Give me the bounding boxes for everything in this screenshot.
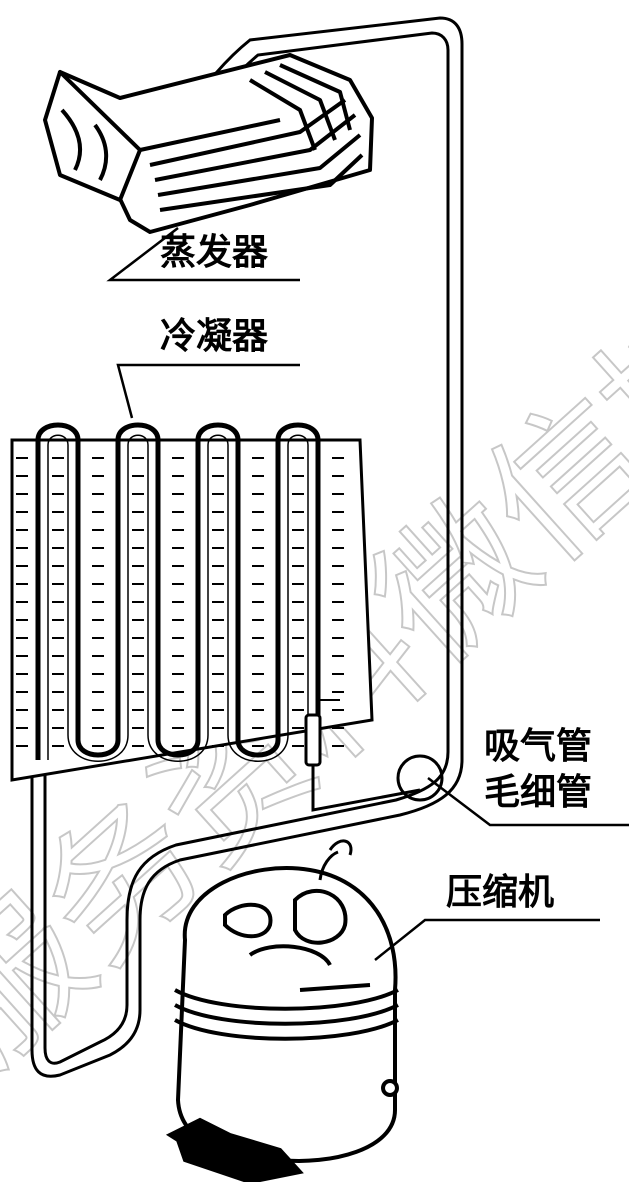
compressor-leader-line	[374, 918, 600, 961]
suction-pipe-label: 吸气管	[484, 725, 593, 767]
compressor	[165, 839, 399, 1182]
condenser-label: 冷凝器	[160, 315, 269, 357]
evaporator	[43, 53, 374, 234]
condenser-leader-line	[116, 363, 300, 419]
condenser-fins	[16, 457, 344, 747]
compressor-label: 压缩机	[446, 871, 555, 913]
capillary-filter	[304, 699, 421, 812]
evaporator-label: 蒸发器	[160, 231, 269, 273]
capillary-tube-label: 毛细管	[484, 771, 593, 813]
pipe-leader-line	[427, 777, 629, 827]
evaporator-leader-line	[106, 227, 300, 282]
condenser	[10, 422, 374, 782]
pipe-junction	[396, 754, 444, 802]
